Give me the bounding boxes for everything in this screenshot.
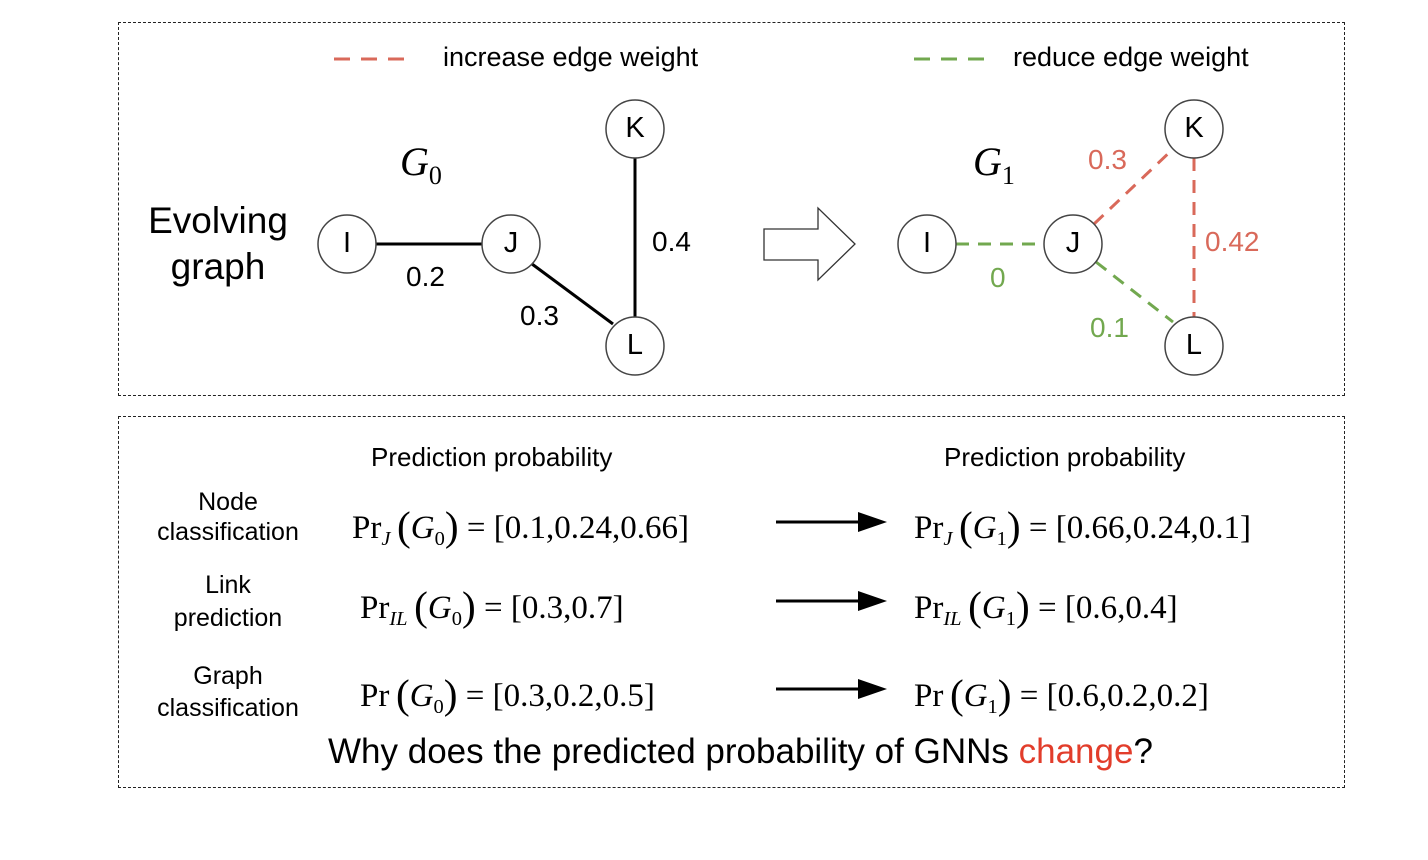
g1-weight-J-K: 0.3: [1088, 144, 1127, 175]
row1-g1-main: G: [972, 510, 997, 546]
row1-subscript-g0: J: [381, 528, 391, 551]
task-link-prediction-line1: Link: [205, 571, 251, 599]
row2-values-g0: [0.3,0.7]: [510, 590, 624, 626]
row1-values-g0: [0.1,0.24,0.66]: [493, 510, 689, 546]
g0-node-I: [317, 214, 377, 274]
row3-arrowhead: [858, 679, 887, 699]
row1-values-g1: [0.66,0.24,0.1]: [1055, 510, 1251, 546]
g0-weight-K-L: 0.4: [652, 226, 691, 257]
graph1-title: G1: [973, 138, 1015, 191]
g0-node-K: [605, 99, 665, 159]
equals-sign: =: [465, 678, 485, 714]
top-panel-frame: [118, 22, 1345, 396]
task-node-classification: Node classification: [130, 487, 326, 547]
task-graph-classification-line2: classification: [157, 694, 299, 722]
pr-symbol: Pr: [914, 510, 944, 546]
evolving-graph-line2: graph: [170, 246, 266, 287]
graph1-title-main: G: [973, 139, 1002, 184]
row3-formula-g1: Pr (G1) = [0.6,0.2,0.2]: [914, 671, 1209, 719]
row3-g0-sub: 0: [433, 696, 444, 719]
header-left: Prediction probability: [371, 442, 613, 472]
g1-weight-K-L: 0.42: [1205, 226, 1260, 257]
row3-g1-sub: 1: [987, 696, 998, 719]
row1-subscript-g1: J: [943, 528, 953, 551]
header-right: Prediction probability: [944, 442, 1186, 472]
question: Why does the predicted probability of GN…: [328, 732, 1153, 772]
g1-edge-J-L: [1095, 260, 1174, 324]
g1-node-L-label: L: [1185, 329, 1203, 361]
g1-weight-I-J: 0: [990, 262, 1006, 293]
question-highlight: change: [1018, 732, 1134, 771]
g0-weight-J-L: 0.3: [520, 300, 559, 331]
g0-node-K-label: K: [625, 112, 645, 144]
row2-g1-main: G: [981, 590, 1006, 626]
graph0-title-sub: 0: [428, 161, 442, 190]
equals-sign: =: [483, 590, 503, 626]
question-text: Why does the predicted probability of GN…: [328, 732, 1019, 771]
task-node-classification-line1: Node: [198, 488, 258, 516]
g0-node-I-label: I: [342, 227, 352, 259]
g0-weight-I-J: 0.2: [406, 261, 445, 292]
transition-arrow: [763, 206, 856, 282]
question-end: ?: [1133, 732, 1153, 771]
g1-node-J-label: J: [1065, 227, 1081, 259]
row2-subscript-g0: IL: [389, 608, 408, 631]
task-link-prediction-line2: prediction: [173, 604, 283, 632]
g0-node-L: [605, 316, 665, 376]
row2-g0-main: G: [427, 590, 452, 626]
pr-symbol: Pr: [914, 590, 944, 626]
graph0-title-main: G: [400, 139, 429, 184]
task-link-prediction: Link prediction: [130, 569, 326, 635]
row3-formula-g0: Pr (G0) = [0.3,0.2,0.5]: [360, 671, 655, 719]
g0-edge-J-L: [531, 262, 614, 326]
row1-g1-sub: 1: [996, 528, 1007, 551]
evolving-graph-line1: Evolving: [148, 200, 288, 241]
g0-node-J: [481, 214, 541, 274]
row2-values-g1: [0.6,0.4]: [1064, 590, 1178, 626]
row2-subscript-g1: IL: [943, 608, 962, 631]
task-node-classification-line2: classification: [157, 518, 299, 546]
g1-node-I: [897, 214, 957, 274]
row3-g0-main: G: [409, 678, 434, 714]
graph1-title-sub: 1: [1001, 161, 1015, 190]
row3-g1-main: G: [963, 678, 988, 714]
g1-weight-J-L: 0.1: [1090, 312, 1129, 343]
graph0-title: G0: [400, 138, 442, 191]
row1-formula-g1: PrJ (G1) = [0.66,0.24,0.1]: [914, 503, 1251, 551]
row1-arrowhead: [858, 512, 887, 532]
row2-g0-sub: 0: [451, 608, 462, 631]
task-graph-classification: Graph classification: [130, 660, 326, 724]
row2-formula-g0: PrIL (G0) = [0.3,0.7]: [360, 583, 624, 631]
row2-arrowhead: [858, 591, 887, 611]
row3-values-g0: [0.3,0.2,0.5]: [492, 678, 655, 714]
pr-symbol: Pr: [360, 678, 390, 714]
equals-sign: =: [1019, 678, 1039, 714]
row1-g0-main: G: [410, 510, 435, 546]
row2-formula-g1: PrIL (G1) = [0.6,0.4]: [914, 583, 1178, 631]
g1-node-K-label: K: [1184, 112, 1204, 144]
g1-node-J: [1043, 214, 1103, 274]
g1-node-I-label: I: [922, 227, 932, 259]
legend-increase-label: increase edge weight: [443, 42, 699, 72]
bottom-panel-frame: [118, 416, 1345, 788]
row3-values-g1: [0.6,0.2,0.2]: [1046, 678, 1209, 714]
g1-node-L: [1164, 316, 1224, 376]
g0-node-J-label: J: [503, 227, 519, 259]
pr-symbol: Pr: [914, 678, 944, 714]
row1-g0-sub: 0: [434, 528, 445, 551]
equals-sign: =: [1028, 510, 1048, 546]
pr-symbol: Pr: [352, 510, 382, 546]
g0-node-L-label: L: [626, 329, 644, 361]
evolving-graph-label: Evolving graph: [128, 198, 308, 290]
g1-node-K: [1164, 99, 1224, 159]
equals-sign: =: [1037, 590, 1057, 626]
pr-symbol: Pr: [360, 590, 390, 626]
row2-g1-sub: 1: [1005, 608, 1016, 631]
g1-edge-J-K: [1092, 147, 1175, 226]
task-graph-classification-line1: Graph: [193, 662, 263, 690]
legend-reduce-label: reduce edge weight: [1013, 42, 1249, 72]
equals-sign: =: [466, 510, 486, 546]
row1-formula-g0: PrJ (G0) = [0.1,0.24,0.66]: [352, 503, 689, 551]
